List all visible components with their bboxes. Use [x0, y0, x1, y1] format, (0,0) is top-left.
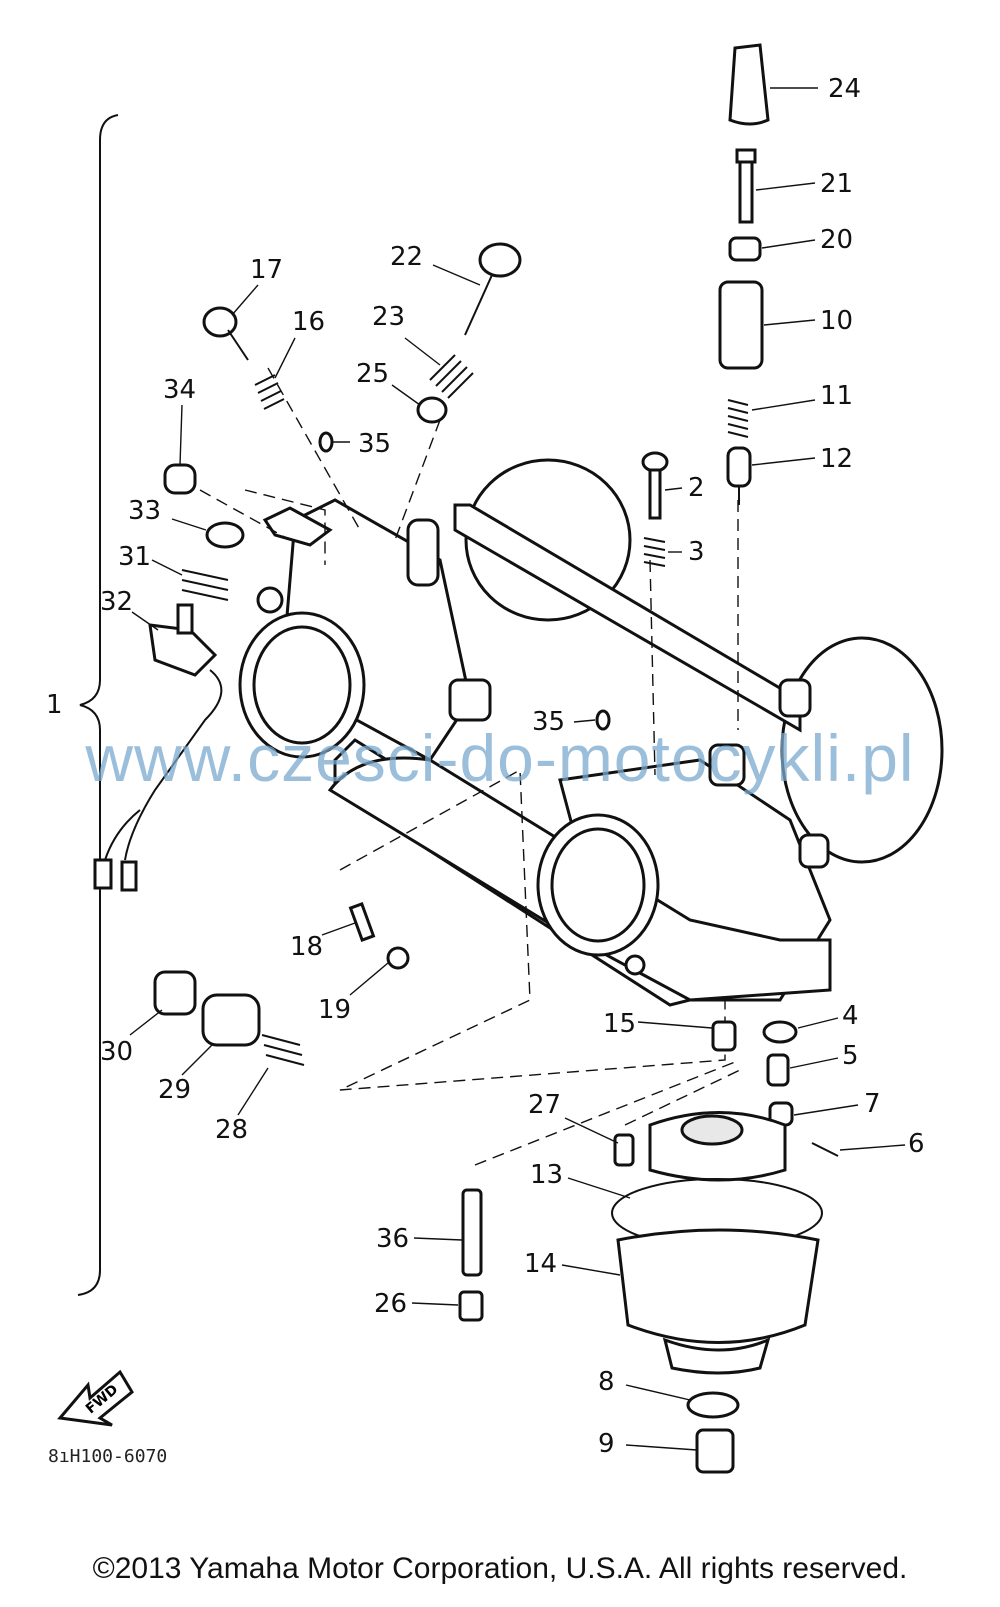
part-12-plunger: [726, 446, 752, 505]
callout-28: 28: [215, 1115, 248, 1145]
part-26-main-jet: [458, 1290, 484, 1322]
callout-18: 18: [290, 932, 323, 962]
callout-20: 20: [820, 225, 853, 255]
part-32-sensor: [93, 603, 223, 892]
callout-4: 4: [842, 1001, 859, 1031]
part-34-cap: [163, 463, 197, 495]
callout-26: 26: [374, 1289, 407, 1319]
callout-21: 21: [820, 169, 853, 199]
callout-30: 30: [100, 1037, 133, 1067]
callout-23: 23: [372, 302, 405, 332]
copyright-notice: ©2013 Yamaha Motor Corporation, U.S.A. A…: [92, 1552, 908, 1585]
callout-3: 3: [688, 537, 705, 567]
part-22-screw: [464, 242, 522, 336]
part-33-oring: [205, 521, 245, 549]
callout-16: 16: [292, 307, 325, 337]
callout-27: 27: [528, 1090, 561, 1120]
part-17-screw: [202, 306, 249, 361]
part-23-spring: [429, 354, 474, 399]
part-29-sleeve: [201, 993, 261, 1047]
part-6-pin: [811, 1142, 839, 1157]
callout-33: 33: [128, 496, 161, 526]
part-5-plug: [766, 1053, 790, 1087]
callout-22: 22: [390, 242, 423, 272]
watermark: www.czesci-do-motocykli.pl: [85, 721, 915, 795]
callout-15: 15: [603, 1009, 636, 1039]
diagram-code: 8ıH100-6070: [48, 1446, 167, 1467]
part-float: [648, 1111, 787, 1182]
part-31-spring: [181, 569, 229, 601]
part-21-adjuster: [735, 148, 757, 224]
callout-5: 5: [842, 1041, 859, 1071]
callout-24: 24: [828, 74, 861, 104]
part-14-float-bowl: [616, 1228, 820, 1375]
part-15-jet: [711, 1020, 737, 1052]
part-35-washer-mid: [595, 709, 611, 731]
part-9-drain-bolt: [695, 1428, 735, 1474]
callout-32: 32: [100, 587, 133, 617]
callout-2: 2: [688, 473, 705, 503]
part-4-washer: [762, 1020, 798, 1044]
callout-35-top: 35: [358, 429, 391, 459]
callout-13: 13: [530, 1160, 563, 1190]
callout-10: 10: [820, 306, 853, 336]
part-2-screw: [641, 451, 669, 520]
assembly-number: 1: [46, 690, 63, 720]
callout-31: 31: [118, 542, 151, 572]
assembly-bracket: 1: [46, 114, 119, 1296]
callout-12: 12: [820, 444, 853, 474]
callout-6: 6: [908, 1129, 925, 1159]
part-20-nut: [728, 236, 762, 262]
callout-9: 9: [598, 1429, 615, 1459]
carburetor-body: [238, 458, 944, 1007]
guide-lines: [199, 367, 741, 1166]
part-28-spring: [261, 1034, 305, 1066]
callout-8: 8: [598, 1367, 615, 1397]
callout-36: 36: [376, 1224, 409, 1254]
callout-14: 14: [524, 1249, 557, 1279]
part-19-clip: [386, 946, 410, 970]
part-8-gasket: [686, 1391, 740, 1419]
callout-34: 34: [163, 375, 196, 405]
forward-arrow-icon: FWD: [57, 1369, 134, 1427]
callout-7: 7: [864, 1089, 881, 1119]
part-3-spring: [643, 537, 666, 567]
part-11-spring: [727, 399, 749, 438]
callout-25: 25: [356, 359, 389, 389]
callout-35-mid: 35: [532, 707, 565, 737]
part-27-screw: [613, 1133, 635, 1167]
leader-lines: [129, 87, 906, 1451]
part-36-needle-jet: [461, 1188, 483, 1277]
part-10-cable-holder: [718, 280, 764, 370]
callout-19: 19: [318, 995, 351, 1025]
callout-17: 17: [250, 255, 283, 285]
part-18-pin: [348, 902, 376, 942]
callout-11: 11: [820, 381, 853, 411]
part-24-cap: [728, 43, 770, 126]
part-25-washer: [416, 396, 448, 424]
callout-labels: 24 21 20 10 11 12 2 3 22 23 25 17 16 34 …: [100, 74, 925, 1459]
part-16-spring: [254, 374, 285, 410]
part-30-collar: [153, 970, 197, 1016]
part-35-washer-top: [318, 431, 334, 453]
callout-29: 29: [158, 1075, 191, 1105]
